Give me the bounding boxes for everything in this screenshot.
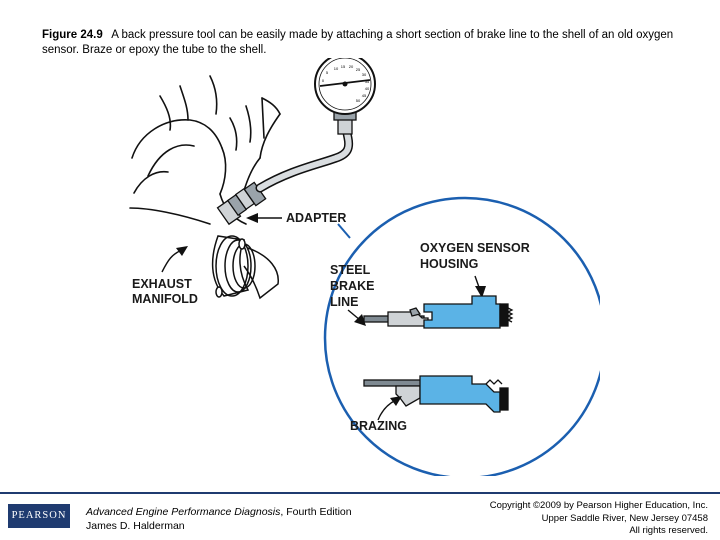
copyright-line: Copyright ©2009 by Pearson Higher Educat… (489, 500, 708, 511)
copyright-line: Upper Saddle River, New Jersey 07458 (541, 512, 708, 524)
detail-callout-line (337, 223, 351, 239)
book-title: Advanced Engine Performance Diagnosis (86, 506, 281, 518)
figure-caption: Figure 24.9 A back pressure tool can be … (42, 28, 682, 58)
figure-label: Figure 24.9 (42, 29, 103, 41)
diagram-svg: 10 15 20 25 30 35 40 45 50 5 0 ADAPTER E… (129, 58, 600, 476)
detail-magnifier-circle (323, 196, 600, 476)
manifold-flange (211, 235, 279, 300)
sensor-assembly-bottom (363, 375, 509, 413)
gauge-tick: 30 (362, 72, 367, 77)
exhaust-manifold-leader (161, 249, 183, 273)
gauge-tick: 5 (326, 70, 329, 75)
gauge-tick: 45 (362, 93, 367, 98)
gauge-tick: 20 (349, 64, 354, 69)
gauge-tick: 10 (334, 66, 339, 71)
footer-rule (0, 492, 720, 494)
adapter-fitting (216, 181, 267, 226)
sensor-assembly-top (363, 295, 514, 329)
gauge-tick: 25 (356, 67, 361, 72)
steel-label: STEEL (330, 263, 371, 277)
figure-caption-text: A back pressure tool can be easily made … (42, 29, 674, 56)
back-pressure-tool-diagram: 10 15 20 25 30 35 40 45 50 5 0 ADAPTER E… (120, 58, 600, 476)
gauge-tick: 40 (365, 86, 370, 91)
oxygen-sensor-label: OXYGEN SENSOR (420, 241, 530, 255)
manifold-label: MANIFOLD (132, 292, 198, 306)
book-edition: , Fourth Edition (280, 506, 352, 518)
brake-label: BRAKE (330, 279, 374, 293)
brazing-label: BRAZING (350, 419, 407, 433)
book-author: James D. Halderman (86, 520, 185, 532)
line-label: LINE (330, 295, 358, 309)
gauge-tick: 35 (365, 79, 370, 84)
housing-label: HOUSING (420, 257, 478, 271)
copyright-line: All rights reserved. (629, 525, 708, 536)
gauge-tick: 15 (341, 64, 346, 69)
pearson-logo: PEARSON (8, 504, 70, 528)
pressure-gauge: 10 15 20 25 30 35 40 45 50 5 0 (314, 58, 376, 135)
copyright-notice: Copyright ©2009 by Pearson Higher Educat… (408, 500, 708, 538)
adapter-label: ADAPTER (286, 211, 346, 225)
gauge-tick: 0 (322, 78, 325, 83)
gauge-tick: 50 (356, 98, 361, 103)
exhaust-label: EXHAUST (132, 277, 192, 291)
book-citation: Advanced Engine Performance Diagnosis, F… (86, 505, 352, 533)
